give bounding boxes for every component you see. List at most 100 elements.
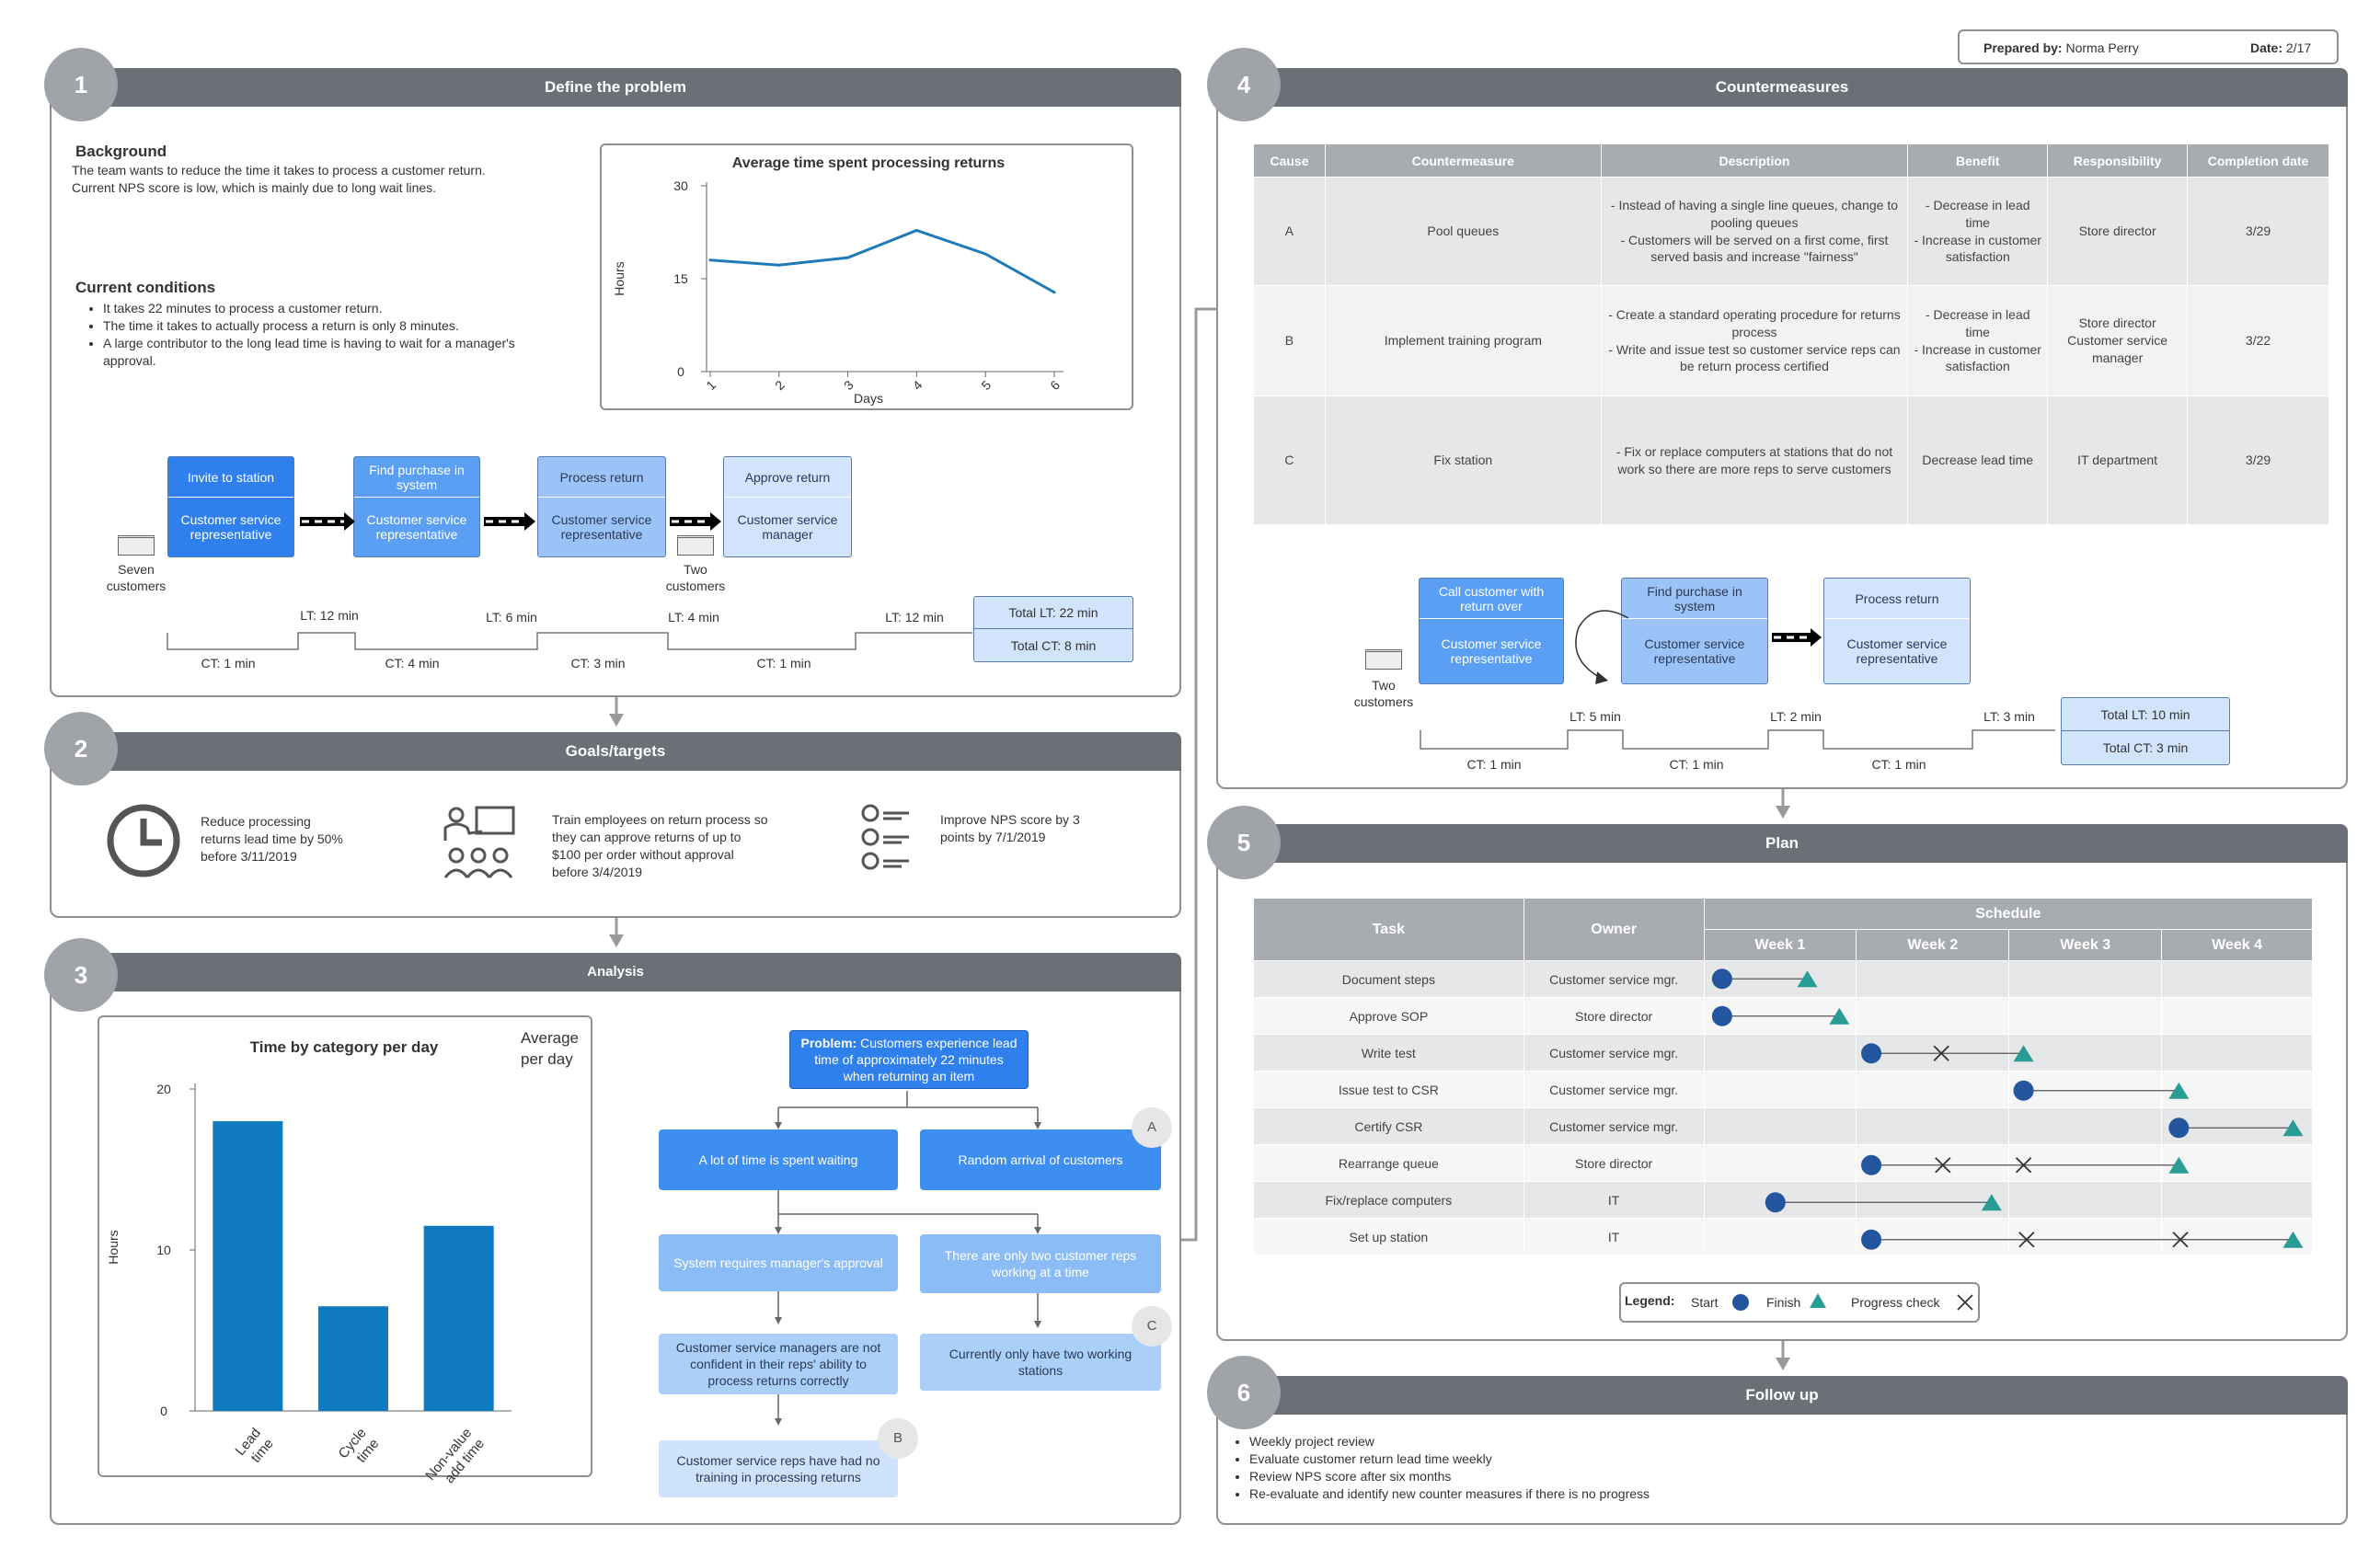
plan-owner: Customer service mgr.	[1523, 1034, 1705, 1072]
vsm1-box-body: Customer service representative	[551, 512, 652, 542]
push-arrow-icon	[484, 512, 535, 531]
problem-text: Customers experience lead time of approx…	[814, 1035, 1018, 1084]
vsm2-totals: Total LT: 10 min Total CT: 3 min	[2061, 697, 2230, 765]
conditions-title: Current conditions	[75, 279, 216, 296]
vsm1-box-title: Approve return	[724, 457, 851, 498]
y-tick-label: 20	[156, 1082, 171, 1096]
data-point	[914, 228, 918, 232]
finish-marker	[2168, 1082, 2190, 1099]
condition-item: A large contributor to the long lead tim…	[103, 335, 535, 370]
vsm2-box-3: Process return Customer service represen…	[1823, 578, 1971, 684]
vsm2-box-title: Call customer with return over	[1420, 579, 1563, 619]
finish-marker	[2282, 1119, 2304, 1137]
section-3-title: Analysis	[50, 953, 1181, 992]
bar-chart: Time by category per day01020HoursLeadti…	[106, 1038, 512, 1486]
countermeasures-panel: Countermeasures Cause Countermeasure Des…	[1216, 68, 2348, 789]
cm-measure: Fix station	[1324, 395, 1602, 525]
plan-owner: Customer service mgr.	[1523, 960, 1705, 998]
y-tick-label: 10	[156, 1243, 171, 1257]
legend-start-label: Start	[1691, 1295, 1719, 1310]
plan-owner: Customer service mgr.	[1523, 1071, 1705, 1108]
vsm1-box-title: Process return	[538, 457, 665, 498]
finish-marker	[1797, 970, 1818, 988]
bar	[213, 1121, 283, 1411]
sub-cause-box: There are only two customer reps working…	[920, 1234, 1161, 1293]
cm-desc-line: - Customers will be served on a first co…	[1620, 232, 1889, 265]
plan-owner: Store director	[1523, 997, 1705, 1035]
background-title: Background	[75, 143, 167, 160]
background-text: The team wants to reduce the time it tak…	[72, 163, 486, 195]
vsm2-box-body: Customer service representative	[1441, 636, 1542, 666]
lead-time-label: LT: 3 min	[1983, 709, 2035, 724]
date-label: Date:	[2250, 40, 2283, 55]
plan-week-header: Week 2	[1856, 929, 2010, 961]
start-marker	[1765, 1192, 1786, 1213]
cm-desc-line: - Create a standard operating procedure …	[1608, 306, 1901, 339]
vsm2-inventory: Two customers	[1353, 678, 1414, 710]
cm-header: Completion date	[2187, 143, 2329, 178]
plan-task: Document steps	[1253, 960, 1524, 998]
vsm2-box-2: Find purchase in system Customer service…	[1621, 578, 1768, 684]
cm-benefit-line: - Decrease in lead time	[1925, 306, 2030, 339]
vsm1-box-1: Invite to station Customer service repre…	[167, 456, 294, 557]
lead-time-label: LT: 12 min	[885, 610, 944, 625]
follow-up-panel: Follow up Weekly project review Evaluate…	[1216, 1376, 2348, 1525]
start-marker	[1711, 969, 1732, 990]
vsm1-box-body: Customer service representative	[180, 512, 282, 542]
y-axis-label: Hours	[612, 261, 627, 295]
clock-icon	[107, 804, 180, 877]
start-marker-icon	[1732, 1294, 1749, 1311]
plan-owner: IT	[1523, 1181, 1705, 1219]
series-line	[709, 228, 1055, 294]
cm-cause: C	[1253, 395, 1326, 525]
cm-benefit-line: - Increase in customer satisfaction	[1914, 341, 2041, 374]
legend-finish-label: Finish	[1766, 1295, 1801, 1310]
follow-up-list: Weekly project review Evaluate customer …	[1222, 1433, 2050, 1503]
y-tick-label: 0	[677, 364, 684, 379]
cycle-time-label: CT: 1 min	[201, 656, 256, 671]
cycle-time-label: CT: 1 min	[756, 656, 811, 671]
goal-text: Reduce processing returns lead time by 5…	[201, 814, 343, 864]
section-6-number: 6	[1207, 1356, 1281, 1429]
cm-measure: Implement training program	[1324, 285, 1602, 396]
cm-row: A Pool queues - Instead of having a sing…	[1253, 177, 2329, 286]
section-4-number: 4	[1207, 48, 1281, 121]
cause-tag-b: B	[878, 1418, 918, 1459]
progress-check-icon	[1957, 1294, 1973, 1311]
problem-label: Problem:	[800, 1035, 857, 1050]
inventory-icon	[118, 535, 155, 556]
data-point	[708, 258, 712, 262]
finish-marker	[2282, 1231, 2304, 1248]
prepared-box: Prepared by: Norma Perry Date: 2/17	[1958, 29, 2339, 64]
vsm1-box-body: Customer service manager	[737, 512, 838, 542]
y-tick-label: 30	[673, 178, 688, 193]
lead-time-label: LT: 5 min	[1569, 709, 1621, 724]
plan-task: Certify CSR	[1253, 1107, 1524, 1145]
problem-box: Problem: Customers experience lead time …	[789, 1030, 1029, 1089]
cm-row: B Implement training program - Create a …	[1253, 285, 2329, 396]
vsm2-box-body: Customer service representative	[1846, 636, 1948, 666]
vsm1-box-title: Invite to station	[168, 457, 293, 498]
vsm1-box-4: Approve return Customer service manager	[723, 456, 852, 557]
follow-up-item: Weekly project review	[1249, 1433, 2050, 1450]
bar	[423, 1225, 494, 1411]
lead-time-label: LT: 6 min	[486, 610, 537, 625]
section-1-number: 1	[44, 48, 118, 121]
goal-text: Train employees on return process so the…	[552, 812, 768, 879]
vsm2-box-title: Process return	[1824, 579, 1970, 619]
vsm1-box-body: Customer service representative	[366, 512, 467, 542]
cm-header: Benefit	[1907, 143, 2049, 178]
plan-owner: Customer service mgr.	[1523, 1107, 1705, 1145]
goal-text: Improve NPS score by 3 points by 7/1/201…	[940, 812, 1080, 844]
lead-time-label: LT: 2 min	[1770, 709, 1822, 724]
y-tick-label: 0	[160, 1404, 167, 1418]
push-arrow-icon	[300, 512, 355, 531]
bar	[318, 1306, 388, 1411]
sub-cause-box: Customer service reps have had no traini…	[659, 1440, 898, 1497]
